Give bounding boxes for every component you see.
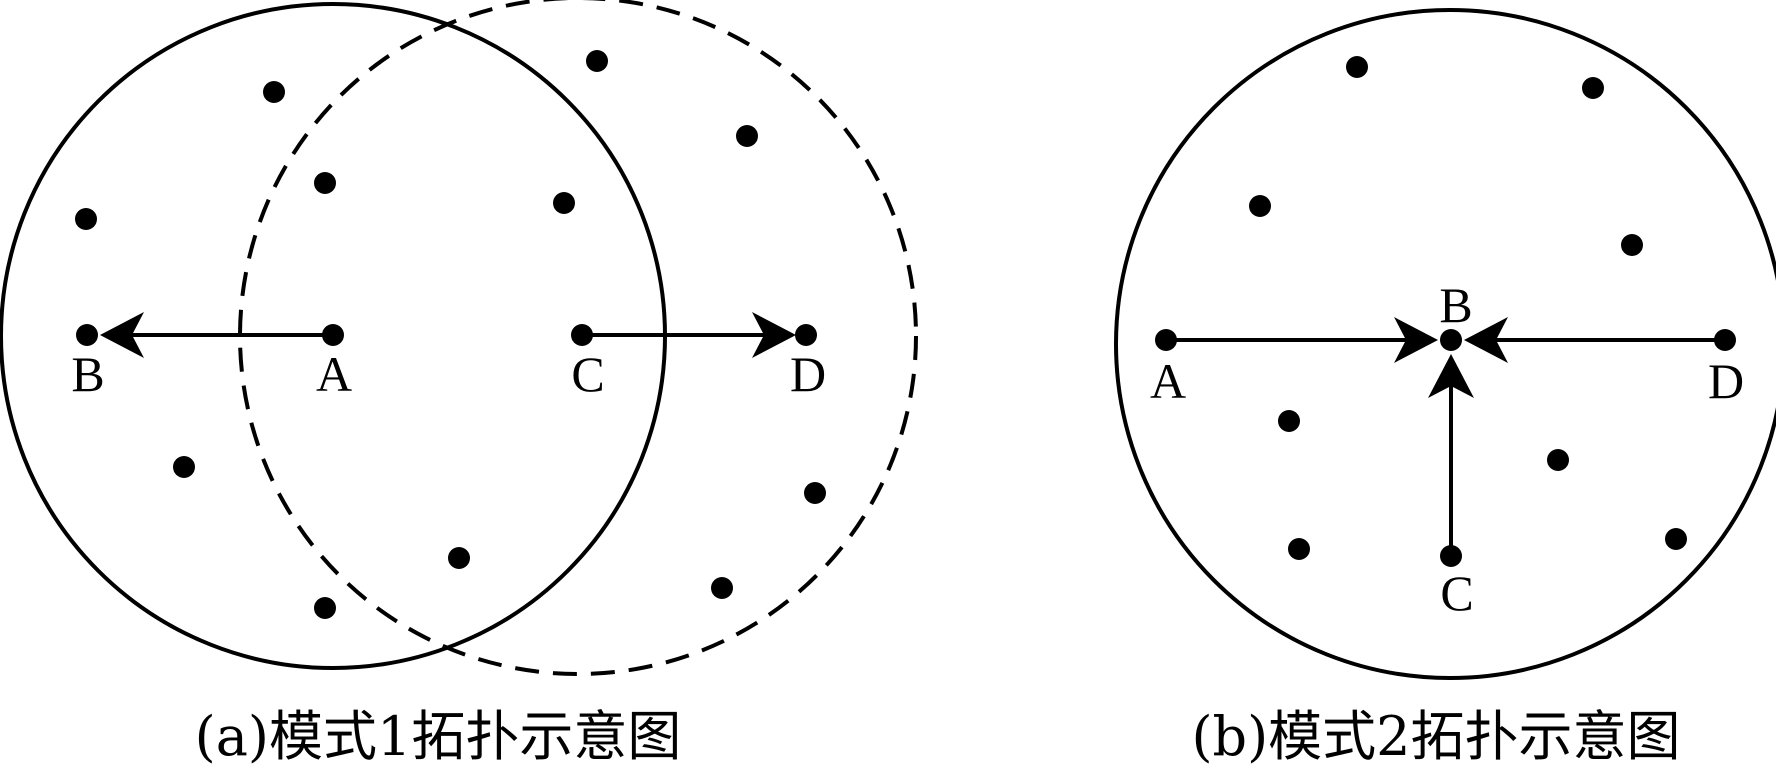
label-d: D (1708, 353, 1744, 409)
node (1621, 234, 1643, 256)
arrowhead-from-a (1394, 317, 1438, 363)
node (314, 597, 336, 619)
node (263, 81, 285, 103)
node-b (76, 324, 98, 346)
node-b (1440, 329, 1462, 351)
node (711, 577, 733, 599)
node (75, 208, 97, 230)
node (553, 192, 575, 214)
node (1346, 56, 1368, 78)
label-d: D (790, 346, 826, 402)
node-c (1440, 545, 1462, 567)
caption-b: (b)模式2拓扑示意图 (1191, 705, 1680, 768)
range-circle-c (238, 0, 918, 676)
node-c (571, 324, 593, 346)
node (1278, 410, 1300, 432)
label-c: C (571, 346, 604, 402)
node-d (1714, 329, 1736, 351)
node (586, 50, 608, 72)
label-c: C (1440, 565, 1473, 621)
node (1288, 538, 1310, 560)
label-b: B (1439, 277, 1472, 333)
node (736, 125, 758, 147)
node (314, 172, 336, 194)
arrowhead-b (100, 312, 144, 358)
arrowhead-from-c (1428, 354, 1474, 398)
node-a (322, 324, 344, 346)
arrowhead-from-d (1464, 317, 1508, 363)
node-d (795, 324, 817, 346)
node (1547, 449, 1569, 471)
label-a: A (316, 346, 352, 402)
panel-a: B A C D (a)模式1拓扑示意图 (0, 0, 918, 768)
node (1249, 195, 1271, 217)
caption-a: (a)模式1拓扑示意图 (195, 705, 682, 768)
label-a: A (1150, 353, 1186, 409)
node (173, 456, 195, 478)
node-a (1155, 329, 1177, 351)
label-b: B (71, 346, 104, 402)
node (1665, 528, 1687, 550)
panel-b: A B D C (b)模式2拓扑示意图 (1114, 8, 1776, 768)
node (804, 482, 826, 504)
range-circle-b (1114, 8, 1776, 680)
node (1582, 77, 1604, 99)
arrowhead-d (752, 312, 796, 358)
node (448, 547, 470, 569)
